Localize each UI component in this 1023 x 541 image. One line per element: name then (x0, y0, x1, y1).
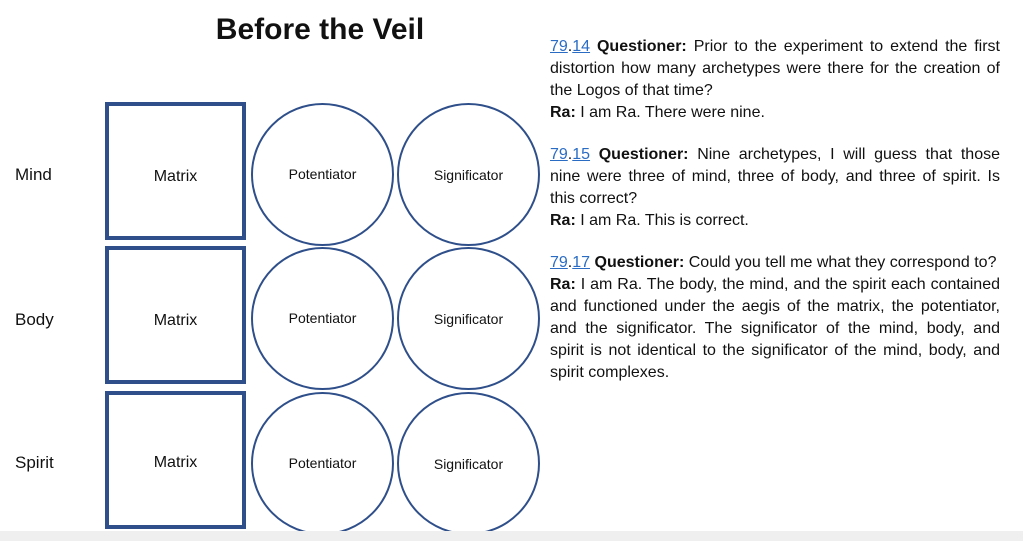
potentiator-label-mind: Potentiator (288, 166, 357, 182)
question-text: Nine archetypes, I will guess that those… (550, 146, 1000, 207)
answer-text: I am Ra. This is correct. (580, 212, 749, 229)
question-text: Could you tell me what they correspond t… (688, 254, 997, 271)
answer-line: Ra: I am Ra. This is correct. (550, 210, 1000, 232)
question-link[interactable]: 17 (572, 254, 591, 271)
question-link[interactable]: 15 (572, 146, 591, 163)
ref-separator: . (567, 254, 573, 271)
answer-line: Ra: I am Ra. There were nine. (550, 102, 1000, 124)
significator-circle-mind (397, 103, 540, 246)
significator-circle-spirit (397, 392, 540, 535)
ref-separator: . (567, 146, 573, 163)
row-label-body: Body (15, 310, 54, 329)
matrix-label-spirit: Matrix (153, 454, 198, 471)
potentiator-label-spirit: Potentiator (288, 455, 357, 471)
question-link[interactable]: 14 (572, 38, 591, 55)
bottom-strip (0, 531, 1023, 541)
potentiator-circle-spirit (251, 392, 394, 535)
quote-79-14: 79.14 Questioner: Prior to the experimen… (550, 36, 1000, 124)
quote-79-15: 79.15 Questioner: Nine archetypes, I wil… (550, 144, 1000, 232)
row-label-spirit: Spirit (15, 453, 54, 472)
answer-line: Ra: I am Ra. The body, the mind, and the… (550, 274, 1000, 384)
questioner-label: Questioner: (594, 254, 685, 271)
session-link[interactable]: 79 (550, 254, 568, 271)
question-text: Prior to the experiment to extend the fi… (550, 38, 1000, 99)
answer-text: I am Ra. There were nine. (580, 104, 765, 121)
quote-79-17: 79.17 Questioner: Could you tell me what… (550, 252, 1000, 384)
ref-separator: . (567, 38, 573, 55)
matrix-box-body (105, 246, 246, 384)
potentiator-label-body: Potentiator (288, 310, 357, 326)
potentiator-circle-mind (251, 103, 394, 246)
matrix-box-mind (105, 102, 246, 240)
matrix-box-spirit (105, 391, 246, 529)
questioner-label: Questioner: (596, 38, 687, 55)
significator-label-mind: Significator (433, 167, 504, 183)
ra-label: Ra: (550, 276, 576, 293)
quotes-panel: 79.14 Questioner: Prior to the experimen… (550, 36, 1000, 404)
significator-label-body: Significator (433, 311, 504, 327)
matrix-label-body: Matrix (153, 312, 198, 329)
matrix-label-mind: Matrix (153, 168, 198, 185)
potentiator-circle-body (251, 247, 394, 390)
session-link[interactable]: 79 (550, 146, 568, 163)
significator-label-spirit: Significator (433, 456, 504, 472)
row-label-mind: Mind (15, 165, 52, 184)
session-link[interactable]: 79 (550, 38, 568, 55)
diagram-title: Before the Veil (215, 13, 425, 46)
ra-label: Ra: (550, 212, 576, 229)
questioner-label: Questioner: (598, 146, 689, 163)
ra-label: Ra: (550, 104, 576, 121)
answer-text: I am Ra. The body, the mind, and the spi… (550, 276, 1000, 381)
significator-circle-body (397, 247, 540, 390)
